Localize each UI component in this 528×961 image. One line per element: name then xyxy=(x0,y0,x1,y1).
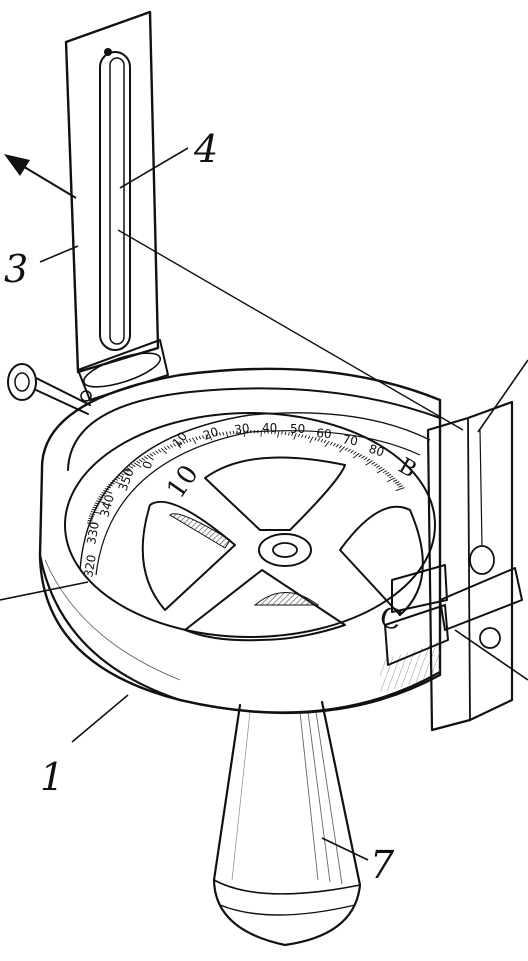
scale-tick xyxy=(393,480,397,482)
dial-marks: 10 C B xyxy=(161,454,420,638)
scale-tick xyxy=(325,441,329,447)
scale-tick xyxy=(170,445,173,448)
scale-tick xyxy=(310,437,313,443)
scale-label: 30 xyxy=(233,421,250,437)
scale-label: 0 xyxy=(140,459,156,471)
rear-sight-vane xyxy=(66,12,168,401)
callout-label-1: 1 xyxy=(40,755,64,799)
scale-tick xyxy=(230,431,231,434)
scale-tick xyxy=(336,444,339,447)
callout-label-4: 4 xyxy=(193,127,218,171)
scale-tick xyxy=(395,482,399,484)
scale-tick xyxy=(158,450,161,453)
scale-tick xyxy=(351,450,354,453)
scale-tick xyxy=(396,488,405,491)
scale-tick xyxy=(333,443,335,446)
scale-tick xyxy=(398,486,402,488)
compass-ring xyxy=(40,369,440,713)
scale-tick xyxy=(353,452,356,455)
scale-tick xyxy=(379,467,383,469)
scale-tick xyxy=(155,451,158,454)
scale-tick xyxy=(219,432,220,435)
scale-tick xyxy=(199,436,201,439)
scale-label: 80 xyxy=(367,442,386,460)
scale-tick xyxy=(153,452,156,455)
scale-tick xyxy=(387,474,391,476)
scale-tick xyxy=(282,431,283,434)
scale-tick xyxy=(383,471,387,473)
scale-tick xyxy=(376,465,380,467)
scale-tick xyxy=(196,437,198,440)
scale-tick xyxy=(137,461,141,463)
scale-tick xyxy=(223,432,224,435)
scale-tick xyxy=(345,448,348,451)
scale-label: 50 xyxy=(290,422,305,436)
scale-tick xyxy=(374,464,378,466)
scale-tick xyxy=(385,472,389,474)
scale-tick xyxy=(359,455,362,458)
scale-tick xyxy=(308,436,310,439)
sighting-thread xyxy=(118,230,463,430)
dial-scale: 0 10 20 30 40 50 60 70 80 350 340 330 32… xyxy=(81,421,386,579)
scale-tick xyxy=(367,459,370,461)
scale-tick xyxy=(361,456,364,458)
scale-tick xyxy=(144,457,147,460)
scale-tick xyxy=(364,457,367,460)
callout-label-7: 7 xyxy=(370,843,395,887)
scale-tick xyxy=(88,518,93,519)
scale-tick xyxy=(89,516,94,517)
scale-label: 40 xyxy=(262,421,277,435)
scale-tick xyxy=(129,466,133,468)
scale-tick xyxy=(285,432,286,435)
scale-tick xyxy=(372,462,376,464)
direction-arrow xyxy=(4,154,76,198)
scale-tick xyxy=(278,431,280,437)
scale-label: 60 xyxy=(316,426,332,441)
handle xyxy=(214,702,360,945)
scale-tick xyxy=(330,442,332,445)
scale-label: 70 xyxy=(341,432,358,448)
scale-tick xyxy=(348,449,351,452)
scale-tick xyxy=(164,447,167,450)
scale-tick xyxy=(389,476,393,478)
scale-label: 330 xyxy=(84,521,102,546)
callout-leaders xyxy=(0,148,528,860)
scale-tick xyxy=(167,446,170,449)
scale-tick xyxy=(192,438,196,444)
dial-mark: 10 xyxy=(161,460,205,504)
scale-tick xyxy=(132,464,136,466)
scale-tick xyxy=(189,439,191,442)
callout-label-3: 3 xyxy=(4,247,28,291)
scale-tick xyxy=(397,484,401,486)
scale-tick xyxy=(150,454,153,457)
